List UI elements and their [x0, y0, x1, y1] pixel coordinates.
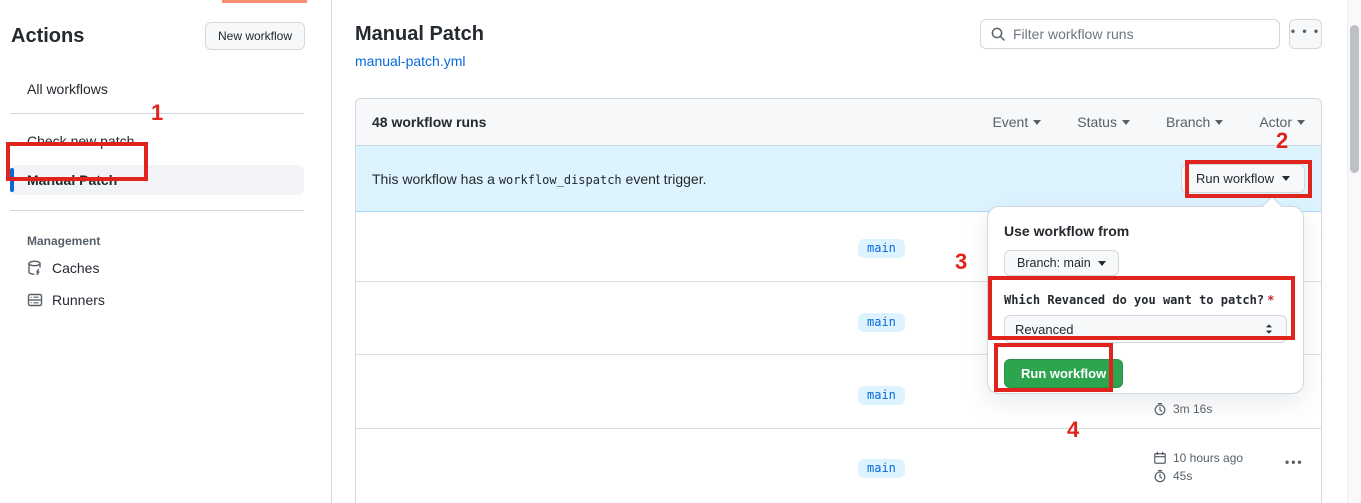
- sidebar-item-label: Check new patch: [27, 133, 135, 149]
- chevron-down-icon: [1097, 260, 1106, 266]
- branch-badge[interactable]: main: [858, 239, 905, 258]
- run-duration: 3m 16s: [1153, 402, 1212, 416]
- sidebar-item-check-new-patch[interactable]: Check new patch: [10, 126, 304, 156]
- workflow-options-kebab-button[interactable]: • • •: [1289, 19, 1322, 49]
- chevron-down-icon: [1297, 119, 1305, 125]
- workflow-dispatch-banner: This workflow has a workflow_dispatch ev…: [356, 146, 1321, 212]
- sidebar-item-label: Manual Patch: [27, 172, 118, 188]
- chevron-down-icon: [1282, 176, 1290, 181]
- filter-label: Status: [1077, 114, 1117, 130]
- workflow-file-link[interactable]: manual-patch.yml: [355, 53, 466, 69]
- selected-indicator-bar: [10, 168, 14, 192]
- management-section-label: Management: [27, 234, 101, 248]
- divider: [10, 210, 304, 211]
- selected-tab-indicator: [222, 0, 307, 3]
- workflow-input-label: Which Revanced do you want to patch?*: [1004, 293, 1275, 307]
- chevron-down-icon: [1215, 119, 1224, 125]
- sidebar-item-caches[interactable]: Caches: [10, 252, 304, 284]
- filter-workflow-runs-field: [980, 19, 1280, 49]
- cache-icon: [28, 260, 41, 276]
- event-filter-dropdown[interactable]: Event: [992, 114, 1042, 130]
- run-workflow-popup: Use workflow from Branch: main Which Rev…: [987, 196, 1304, 394]
- filter-label: Actor: [1259, 114, 1292, 130]
- revanced-select[interactable]: Revanced: [1004, 315, 1287, 343]
- branch-badge[interactable]: main: [858, 459, 905, 478]
- workflow-dispatch-code: workflow_dispatch: [498, 172, 622, 187]
- run-workflow-submit-button[interactable]: Run workflow: [1004, 359, 1124, 388]
- run-workflow-dropdown-button[interactable]: Run workflow: [1180, 164, 1305, 193]
- filter-workflow-runs-input[interactable]: [980, 19, 1280, 49]
- branch-select-button[interactable]: Branch: main: [1004, 250, 1119, 276]
- search-icon: [991, 27, 1005, 41]
- page-title: Manual Patch: [355, 23, 484, 45]
- kebab-horizontal-icon: •••: [1285, 455, 1304, 469]
- server-icon: [27, 293, 43, 307]
- branch-badge[interactable]: main: [858, 386, 905, 405]
- calendar-icon: [1154, 451, 1166, 464]
- run-time-ago: 10 hours ago: [1153, 451, 1243, 465]
- sidebar-item-label: Runners: [52, 292, 105, 308]
- workflow-runs-count: 48 workflow runs: [372, 114, 487, 130]
- sidebar-item-label: Caches: [52, 260, 100, 276]
- sidebar-item-all-workflows[interactable]: All workflows: [10, 74, 304, 104]
- required-asterisk: *: [1267, 293, 1275, 307]
- divider: [10, 113, 304, 114]
- run-workflow-label: Run workflow: [1195, 171, 1274, 186]
- sort-arrows-icon: [1265, 324, 1273, 334]
- status-filter-dropdown[interactable]: Status: [1077, 114, 1130, 130]
- run-duration: 45s: [1153, 469, 1243, 483]
- chevron-down-icon: [1033, 119, 1042, 125]
- select-value: Revanced: [1015, 321, 1074, 337]
- sidebar-title: Actions: [11, 24, 85, 47]
- filter-label: Branch: [1165, 114, 1211, 130]
- branch-badge[interactable]: main: [858, 313, 905, 332]
- sidebar-item-runners[interactable]: Runners: [10, 284, 304, 316]
- popup-title: Use workflow from: [1004, 223, 1130, 239]
- actions-sidebar: Actions New workflow All workflows Check…: [0, 0, 332, 503]
- workflow-run-row[interactable]: main 10 hours ago 45s •••: [356, 429, 1321, 503]
- stopwatch-icon: [1154, 469, 1166, 483]
- stopwatch-icon: [1154, 402, 1166, 416]
- banner-text: This workflow has a workflow_dispatch ev…: [372, 170, 707, 187]
- chevron-down-icon: [1121, 119, 1130, 125]
- branch-select-label: Branch: main: [1017, 256, 1091, 270]
- runs-card-header: 48 workflow runs Event Status Branch Act…: [356, 99, 1321, 146]
- sidebar-item-label: All workflows: [27, 81, 108, 97]
- actor-filter-dropdown[interactable]: Actor: [1259, 114, 1305, 130]
- branch-filter-dropdown[interactable]: Branch: [1165, 114, 1224, 130]
- vertical-scrollbar[interactable]: [1347, 0, 1361, 503]
- new-workflow-button[interactable]: New workflow: [204, 22, 305, 50]
- kebab-horizontal-icon: • • •: [1290, 24, 1321, 38]
- filter-label: Event: [992, 114, 1029, 130]
- sidebar-item-manual-patch[interactable]: Manual Patch: [10, 165, 304, 195]
- row-kebab-menu-button[interactable]: •••: [1285, 453, 1304, 469]
- scrollbar-thumb[interactable]: [1350, 25, 1359, 173]
